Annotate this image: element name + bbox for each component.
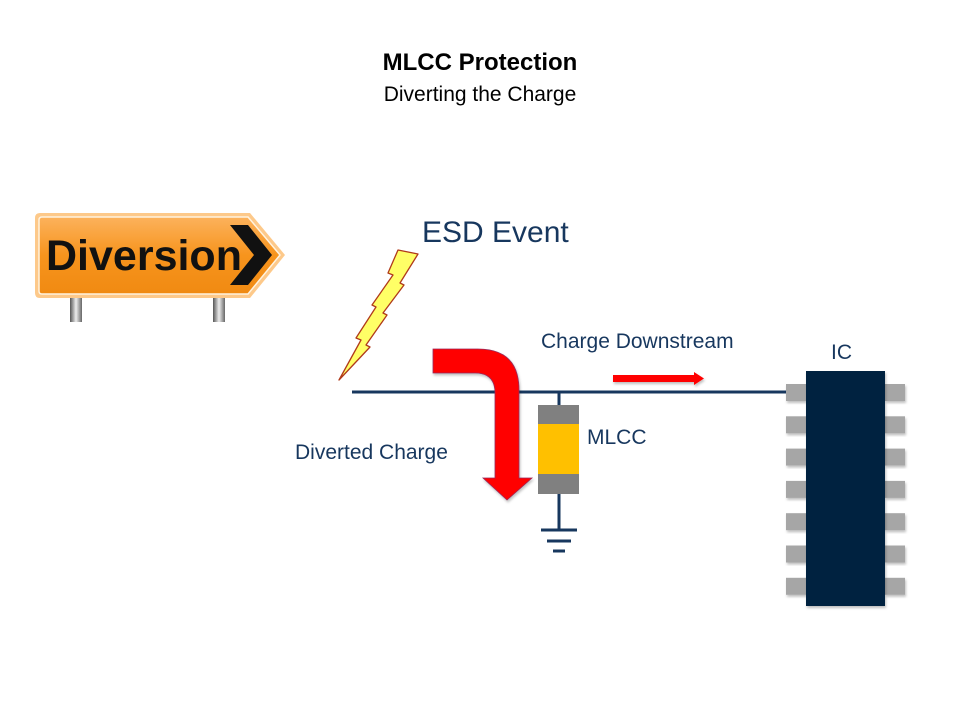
ic-pin-left-6: [786, 545, 806, 563]
ic-chip-icon: [786, 371, 905, 606]
diverted-charge-label: Diverted Charge: [295, 441, 448, 464]
slide-subtitle: Diverting the Charge: [383, 83, 577, 106]
ic-pin-left-4: [786, 480, 806, 498]
esd-event-label: ESD Event: [422, 216, 569, 249]
charge-downstream-label: Charge Downstream: [541, 330, 734, 353]
bent-arrow-down-icon: [432, 348, 534, 501]
sign-text: Diversion: [46, 232, 242, 280]
lightning-bolt-icon: [338, 249, 419, 381]
diversion-road-sign-icon: Diversion: [35, 213, 285, 322]
ic-pin-left-1: [786, 384, 806, 401]
ic-pin-left-2: [786, 416, 806, 434]
arrow-right-icon: [613, 372, 704, 385]
slide-title: MLCC Protection: [382, 49, 578, 76]
ic-pin-left-7: [786, 577, 806, 595]
sign-post-right: [213, 296, 225, 322]
sign-post-left: [70, 296, 82, 322]
ground-icon: [541, 528, 577, 553]
ic-pin-left-5: [786, 513, 806, 531]
ic-pin-right-5: [885, 513, 905, 531]
ic-pin-right-1: [885, 384, 905, 401]
ic-pin-right-3: [885, 448, 905, 466]
ic-pin-right-6: [885, 545, 905, 563]
ic-pin-right-4: [885, 480, 905, 498]
ic-pin-left-3: [786, 448, 806, 466]
sign-chevron-icon: [230, 225, 272, 285]
ic-body: [806, 371, 885, 606]
ic-pin-right-7: [885, 577, 905, 595]
ic-pin-right-2: [885, 416, 905, 434]
capacitor-icon: [538, 405, 579, 494]
mlcc-label: MLCC: [587, 426, 647, 449]
ic-label: IC: [831, 341, 852, 364]
